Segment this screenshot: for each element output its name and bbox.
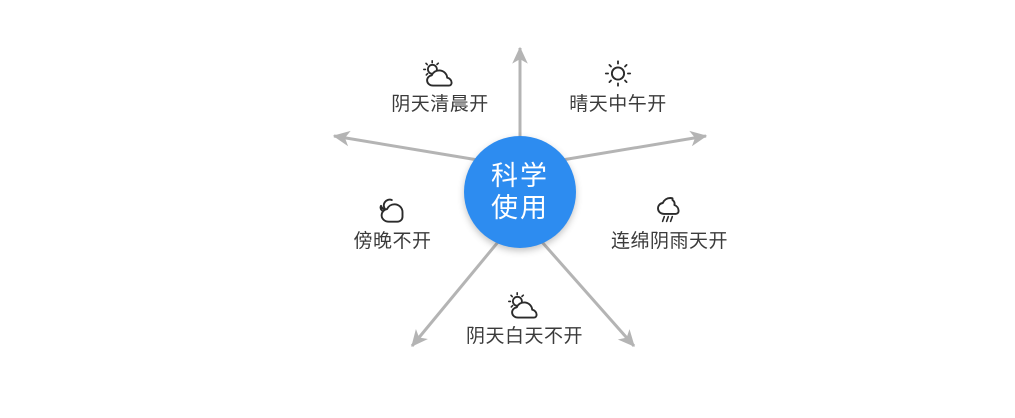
node-label: 傍晚不开 xyxy=(353,231,432,252)
arrow-down-left xyxy=(410,241,500,347)
hub-label-line-2: 使用 xyxy=(491,193,549,223)
moon-behind-cloud-icon xyxy=(379,198,403,223)
arrow-up-left xyxy=(332,130,479,162)
hub-label-line-1: 科学 xyxy=(491,161,549,191)
node-label: 晴天中午开 xyxy=(569,94,667,115)
center-hub[interactable]: 科学 使用 xyxy=(464,136,576,248)
node-cloudy-daytime[interactable]: 阴天白天不开 xyxy=(437,292,612,350)
node-label: 阴天白天不开 xyxy=(465,326,583,347)
sun-behind-cloud-icon xyxy=(507,292,538,319)
sun-icon xyxy=(604,60,632,87)
rain-cloud-icon xyxy=(656,197,680,223)
node-label: 连绵阴雨天开 xyxy=(610,231,728,252)
node-sunny-noon[interactable]: 晴天中午开 xyxy=(528,60,708,118)
node-continuous-rain[interactable]: 连绵阴雨天开 xyxy=(572,197,767,255)
arrow-down-right xyxy=(540,241,636,347)
node-evening[interactable]: 傍晚不开 xyxy=(315,197,470,255)
sun-behind-cloud-icon xyxy=(423,60,453,87)
node-cloudy-morning[interactable]: 阴天清晨开 xyxy=(350,60,530,118)
node-label: 阴天清晨开 xyxy=(391,94,489,115)
arrow-up-right xyxy=(561,130,708,162)
